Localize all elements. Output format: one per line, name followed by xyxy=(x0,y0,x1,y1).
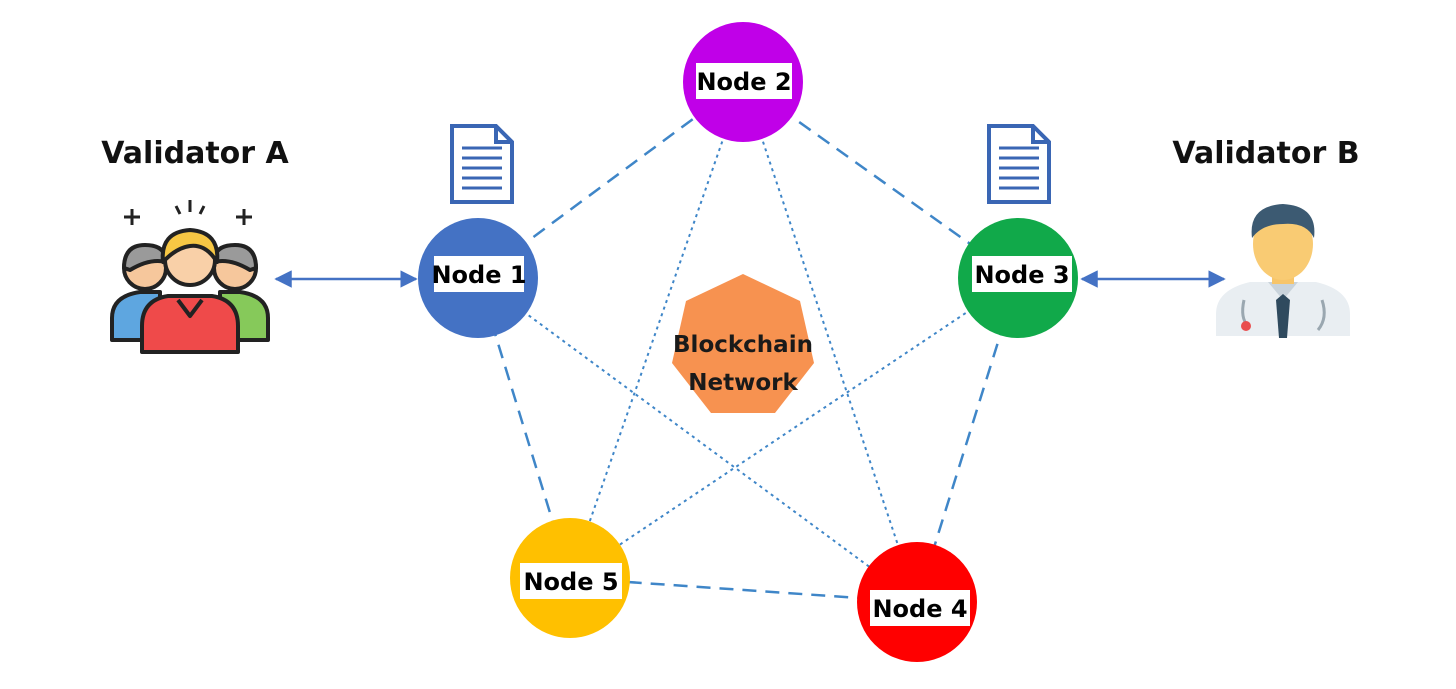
group-of-people-icon xyxy=(110,200,270,354)
node-5-label: Node 5 xyxy=(523,568,618,596)
center-label-line1: Blockchain xyxy=(673,332,813,358)
document-icon xyxy=(450,124,514,204)
validator-b-title: Validator B xyxy=(1172,136,1359,171)
blockchain-network-hub: Blockchain Network xyxy=(672,274,814,413)
node-4[interactable]: Node 4 xyxy=(857,542,977,662)
node-2[interactable]: Node 2 xyxy=(683,22,803,142)
node-3-label: Node 3 xyxy=(974,261,1069,289)
node-5[interactable]: Node 5 xyxy=(510,518,630,638)
doctor-icon xyxy=(1216,204,1350,338)
node-3[interactable]: Node 3 xyxy=(958,218,1078,338)
node-1[interactable]: Node 1 xyxy=(418,218,538,338)
document-icon xyxy=(987,124,1051,204)
link-node2-node4 xyxy=(742,81,918,603)
node-1-label: Node 1 xyxy=(431,261,526,289)
link-node3-node5 xyxy=(569,277,1019,579)
node-4-label: Node 4 xyxy=(872,595,967,623)
inner-links xyxy=(477,81,1019,603)
center-label-line2: Network xyxy=(688,370,798,396)
validator-a-title: Validator A xyxy=(101,136,289,171)
node-2-label: Node 2 xyxy=(696,68,791,96)
blockchain-network-shape xyxy=(672,274,814,413)
